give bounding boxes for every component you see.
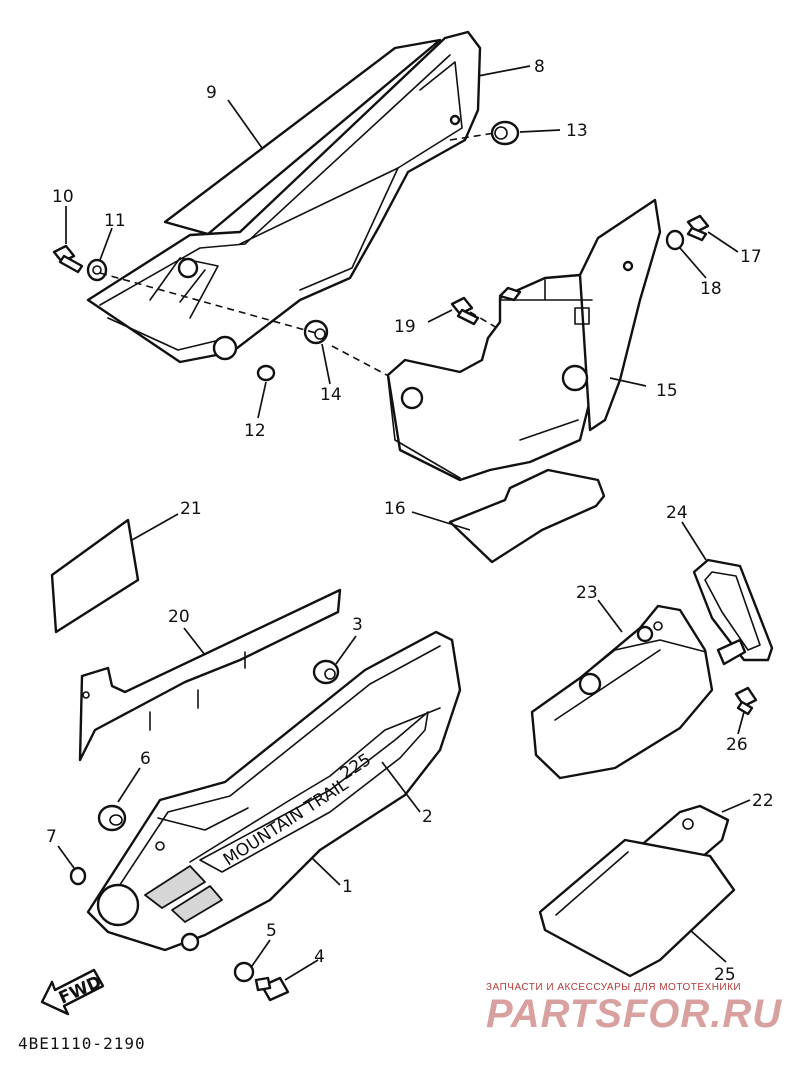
label-25: 25 — [714, 965, 736, 985]
part-20-decal[interactable] — [78, 588, 342, 762]
label-14: 14 — [320, 385, 342, 405]
label-8: 8 — [534, 57, 545, 77]
part-10-screw[interactable] — [52, 244, 84, 274]
part-17-screw[interactable] — [686, 214, 710, 242]
label-10: 10 — [52, 187, 74, 207]
part-12-washer[interactable] — [256, 364, 276, 382]
part-9-decal[interactable] — [163, 38, 442, 236]
label-23: 23 — [576, 583, 598, 603]
part-15-tool-box[interactable] — [386, 198, 662, 482]
watermark-brand: PARTSFOR.RU — [486, 992, 783, 1036]
fwd-arrow-icon: FWD — [40, 968, 105, 1016]
part-16-pad[interactable] — [448, 468, 606, 564]
diagram-code: 4BE1110-2190 — [18, 1034, 146, 1053]
label-11: 11 — [104, 211, 126, 231]
part-11-collar[interactable] — [86, 258, 108, 282]
part-25-pad[interactable] — [538, 838, 736, 978]
part-24-strap[interactable] — [692, 558, 774, 666]
part-1-lower-side-cover[interactable] — [86, 630, 462, 952]
label-7: 7 — [46, 827, 57, 847]
part-5-collar[interactable] — [233, 961, 255, 983]
leader-lines — [57, 65, 751, 981]
label-9: 9 — [206, 83, 217, 103]
part-13-grommet[interactable] — [490, 120, 520, 146]
part-26-screw[interactable] — [734, 686, 758, 716]
label-6: 6 — [140, 749, 151, 769]
part-23-tool-case[interactable] — [530, 604, 714, 780]
label-21: 21 — [180, 499, 202, 519]
part-3-grommet[interactable] — [312, 659, 340, 685]
label-4: 4 — [314, 947, 325, 967]
label-16: 16 — [384, 499, 406, 519]
part-6-grommet[interactable] — [97, 804, 127, 832]
part-labels: 9 8 13 10 11 12 14 19 17 18 15 16 21 20 … — [46, 57, 774, 985]
part-8-upper-side-cover[interactable] — [86, 30, 482, 364]
label-12: 12 — [244, 421, 266, 441]
label-5: 5 — [266, 921, 277, 941]
label-22: 22 — [752, 791, 774, 811]
part-4-screw[interactable] — [254, 976, 290, 1002]
label-24: 24 — [666, 503, 688, 523]
label-3: 3 — [352, 615, 363, 635]
label-1: 1 — [342, 877, 353, 897]
part-19-screw[interactable] — [450, 296, 480, 326]
part-14-grommet[interactable] — [303, 319, 329, 345]
label-19: 19 — [394, 317, 416, 337]
part-7-washer[interactable] — [69, 866, 87, 886]
label-15: 15 — [656, 381, 678, 401]
part-21-panel[interactable] — [50, 518, 140, 634]
label-26: 26 — [726, 735, 748, 755]
label-17: 17 — [740, 247, 762, 267]
label-20: 20 — [168, 607, 190, 627]
label-18: 18 — [700, 279, 722, 299]
label-2: 2 — [422, 807, 433, 827]
part-18-collar[interactable] — [665, 229, 685, 251]
label-13: 13 — [566, 121, 588, 141]
watermark-tagline: ЗАПЧАСТИ И АКСЕССУАРЫ ДЛЯ МОТОТЕХНИКИ — [486, 982, 742, 993]
